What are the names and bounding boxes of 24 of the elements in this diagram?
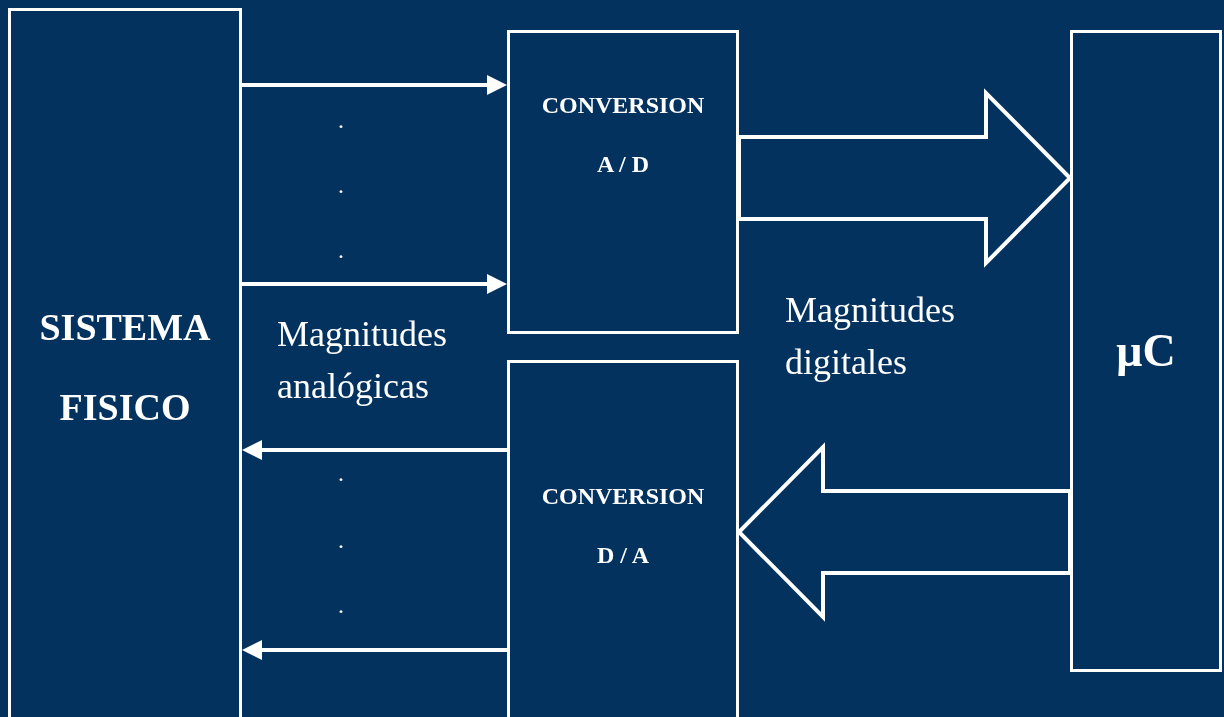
arrow <box>242 75 507 95</box>
ellipsis-dot: . <box>338 236 345 265</box>
arrow <box>242 640 507 660</box>
ellipsis-dot: . <box>338 171 345 200</box>
block-arrow <box>736 442 1072 622</box>
box-label: CONVERSION <box>541 91 705 120</box>
block-box <box>507 30 739 334</box>
block-arrow <box>737 88 1073 268</box>
box-label: SISTEMA FISICO <box>38 305 212 430</box>
ellipsis-dot: . <box>338 591 345 620</box>
block-box <box>507 360 739 717</box>
arrow <box>242 274 507 294</box>
block-box <box>8 8 242 717</box>
ellipsis-dot: . <box>338 106 345 135</box>
box-label: A / D <box>597 149 649 179</box>
text-label: Magnitudes digitales <box>785 289 956 385</box>
box-label: D / A <box>597 540 649 570</box>
arrow <box>242 440 507 460</box>
ellipsis-dot: . <box>338 526 345 555</box>
block-box <box>1070 30 1222 672</box>
box-label: CONVERSION <box>541 482 705 511</box>
box-label: μC <box>1116 324 1176 378</box>
ellipsis-dot: . <box>338 459 345 488</box>
text-label: Magnitudes analógicas <box>277 313 448 409</box>
